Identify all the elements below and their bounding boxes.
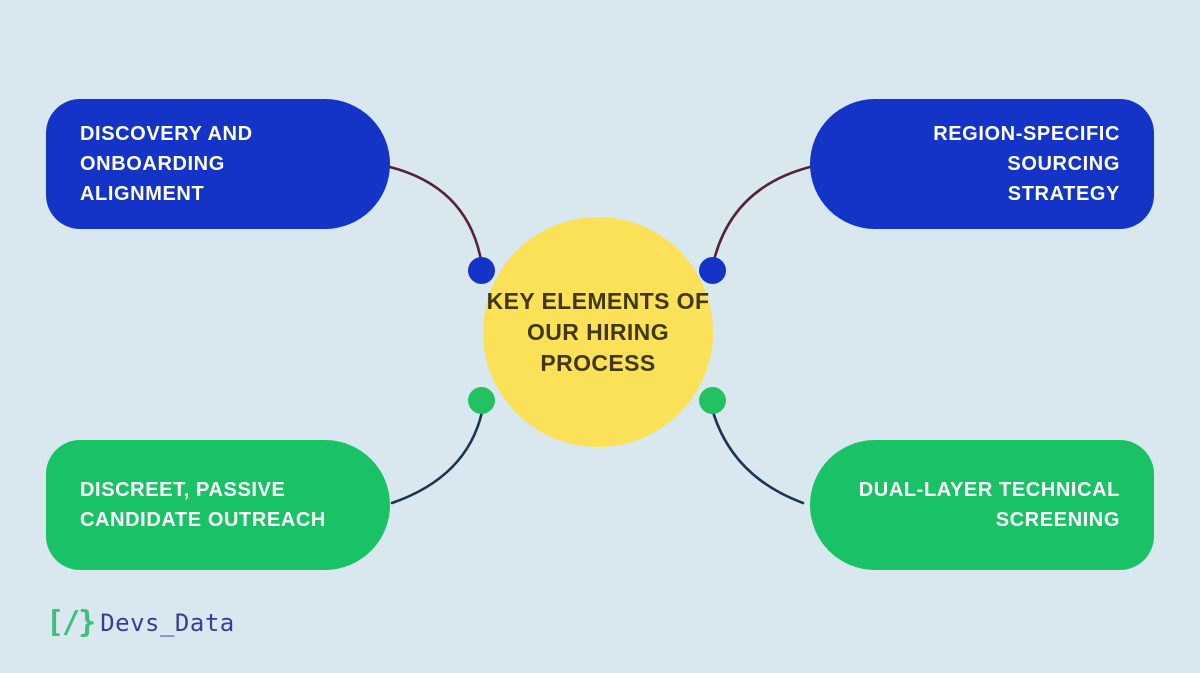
node-discovery-onboarding-label: DISCOVERY AND ONBOARDING ALIGNMENT bbox=[80, 123, 253, 205]
node-technical-screening-label: DUAL-LAYER TECHNICAL SCREENING bbox=[858, 479, 1120, 531]
connector-dot-top-left bbox=[468, 257, 495, 284]
connector-top-right-line bbox=[712, 165, 812, 262]
node-candidate-outreach-label: DISCREET, PASSIVE CANDIDATE OUTREACH bbox=[80, 479, 326, 531]
hub-circle: KEY ELEMENTS OF OUR HIRING PROCESS bbox=[483, 217, 713, 447]
connector-bottom-left-line bbox=[390, 410, 484, 505]
connector-top-left-line bbox=[388, 165, 483, 262]
connector-dot-top-right bbox=[699, 257, 726, 284]
node-region-sourcing: REGION-SPECIFIC SOURCING STRATEGY bbox=[810, 99, 1154, 229]
node-discovery-onboarding: DISCOVERY AND ONBOARDING ALIGNMENT bbox=[46, 99, 390, 229]
node-technical-screening: DUAL-LAYER TECHNICAL SCREENING bbox=[810, 440, 1154, 570]
hub-title: KEY ELEMENTS OF OUR HIRING PROCESS bbox=[486, 287, 710, 376]
node-candidate-outreach: DISCREET, PASSIVE CANDIDATE OUTREACH bbox=[46, 440, 390, 570]
logo-text: Devs_Data bbox=[100, 609, 235, 637]
devs-data-logo: [/} Devs_Data bbox=[46, 608, 235, 638]
connector-dot-bottom-right bbox=[699, 387, 726, 414]
code-brackets-icon: [/} bbox=[46, 605, 96, 640]
node-region-sourcing-label: REGION-SPECIFIC SOURCING STRATEGY bbox=[933, 123, 1120, 205]
connector-dot-bottom-left bbox=[468, 387, 495, 414]
connector-bottom-right-line bbox=[711, 410, 805, 505]
